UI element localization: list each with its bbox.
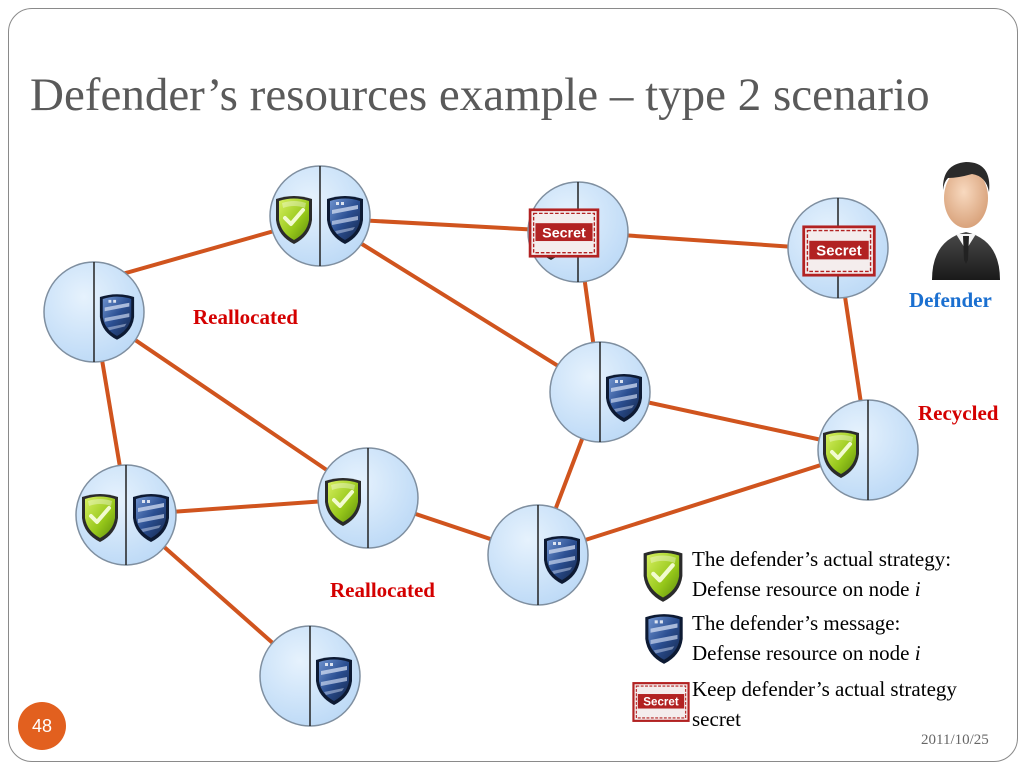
legend-message-line2: Defense resource on node i: [692, 638, 921, 668]
reallocated-label-top: Reallocated: [193, 305, 298, 329]
secret-stamp-icon: [802, 225, 876, 277]
defender-avatar-icon: [932, 162, 1000, 280]
network-node: [527, 181, 629, 283]
edge: [536, 448, 870, 557]
network-node: [43, 261, 145, 363]
network-node: [259, 625, 361, 727]
legend-text-span: Defense resource on node: [692, 641, 915, 665]
green-shield-icon: [644, 550, 683, 602]
legend-text-span: Defense resource on node: [692, 577, 915, 601]
network-node: [787, 197, 889, 299]
reallocated-label-bottom: Reallocated: [330, 578, 435, 602]
slide-date: 2011/10/25: [921, 732, 989, 748]
secret-stamp-icon: [632, 681, 690, 723]
blue-shield-icon: [645, 614, 683, 664]
legend-message: The defender’s message: Defense resource…: [692, 608, 921, 668]
edge: [318, 216, 602, 394]
legend-var: i: [914, 577, 921, 601]
legend-secret: Keep defender’s actual strategy secret: [692, 674, 957, 734]
slide: [8, 8, 1018, 762]
edge: [92, 310, 370, 500]
page-number-badge: 48: [18, 702, 66, 750]
slide-title: Defender’s resources example – type 2 sc…: [30, 69, 930, 121]
secret-stamp-icon: [528, 208, 600, 258]
legend-actual-strategy: The defender’s actual strategy: Defense …: [692, 544, 951, 604]
network-node: [317, 447, 419, 549]
legend-secret-line1: Keep defender’s actual strategy: [692, 677, 957, 701]
legend-var: i: [914, 641, 921, 665]
legend-secret-line2: secret: [692, 707, 741, 731]
recycled-label: Recycled: [918, 401, 999, 425]
legend-message-line1: The defender’s message:: [692, 611, 901, 635]
defender-label: Defender: [909, 288, 992, 312]
network-node: [549, 341, 651, 443]
network-node: [75, 464, 177, 566]
nodes: [43, 165, 919, 727]
legend-actual-strategy-line1: The defender’s actual strategy:: [692, 547, 952, 571]
network-node: [269, 165, 371, 267]
legend-actual-strategy-line2: Defense resource on node i: [692, 574, 951, 604]
network-node: [487, 504, 589, 606]
network-node: [817, 399, 919, 501]
